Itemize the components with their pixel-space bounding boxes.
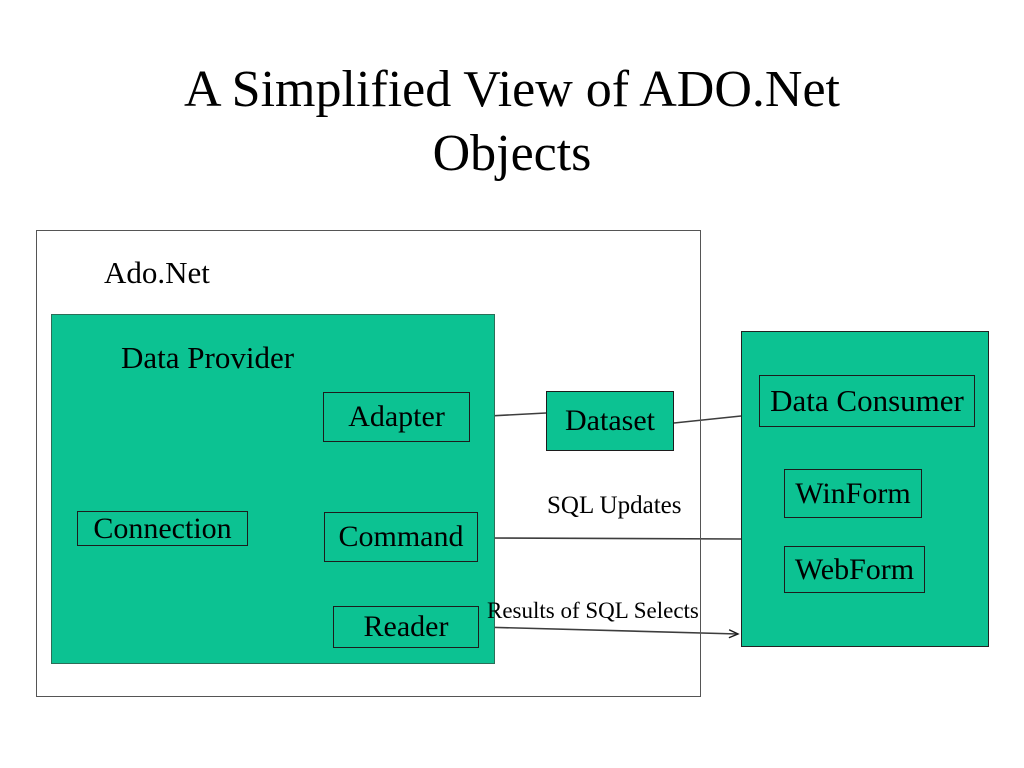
webform-label: WebForm [794, 552, 915, 586]
reader-node: Reader [333, 606, 479, 648]
adonet-label: Ado.Net [104, 255, 210, 290]
data-consumer-box [741, 331, 989, 647]
results-of-sql-selects-label: Results of SQL Selects [487, 598, 699, 623]
sql-updates-label: SQL Updates [547, 492, 682, 519]
adapter-node: Adapter [323, 392, 470, 442]
winform-node: WinForm [784, 469, 922, 518]
connection-node: Connection [77, 511, 248, 546]
slide-title: A Simplified View of ADO.Net Objects [0, 58, 1024, 186]
slide-title-line1: A Simplified View of ADO.Net [184, 61, 840, 118]
reader-label: Reader [363, 610, 449, 643]
dataset-label: Dataset [565, 404, 655, 437]
data-consumer-label: Data Consumer [770, 383, 964, 418]
connection-label: Connection [93, 511, 232, 545]
adonet-container-box [36, 230, 701, 697]
slide-title-line2: Objects [432, 125, 592, 182]
command-node: Command [324, 512, 478, 562]
data-consumer-title-node: Data Consumer [759, 375, 975, 427]
dataset-node: Dataset [546, 391, 674, 451]
winform-label: WinForm [795, 476, 911, 510]
webform-node: WebForm [784, 546, 925, 593]
command-label: Command [338, 520, 464, 553]
data-provider-box [51, 314, 495, 664]
data-provider-label: Data Provider [121, 340, 295, 375]
adapter-label: Adapter [348, 400, 445, 433]
